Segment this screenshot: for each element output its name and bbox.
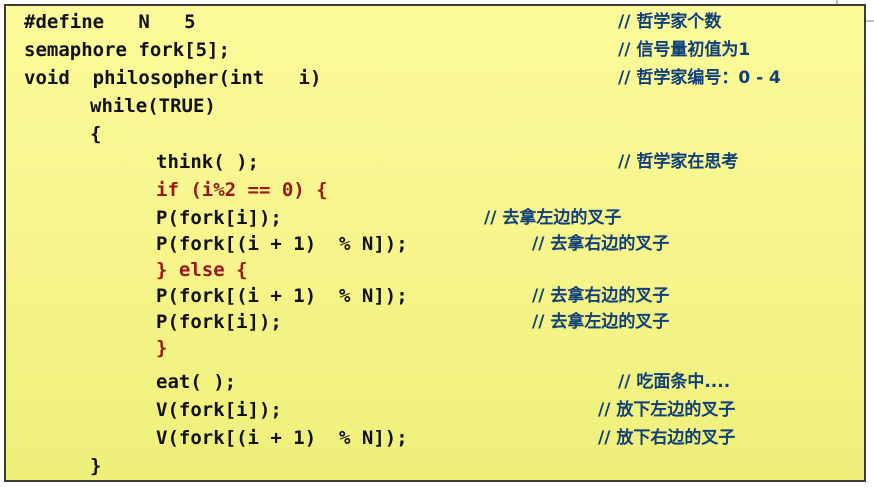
- comment-line-12: // 去拿左边的叉子: [532, 312, 670, 332]
- code-panel: #define N 5 // 哲学家个数 semaphore fork[5]; …: [4, 4, 866, 482]
- code-line-16: V(fork[(i + 1) % N]);: [156, 427, 408, 449]
- comment-line-8: // 去拿左边的叉子: [484, 208, 622, 228]
- code-line-2: semaphore fork[5];: [24, 39, 230, 61]
- code-line-4: while(TRUE): [90, 95, 216, 117]
- code-line-7: if (i%2 == 0) {: [156, 179, 328, 201]
- code-line-15: V(fork[i]);: [156, 399, 282, 421]
- code-line-11: P(fork[(i + 1) % N]);: [156, 285, 408, 307]
- comment-line-1: // 哲学家个数: [618, 12, 722, 32]
- comment-line-3: // 哲学家编号：0 - 4: [618, 68, 781, 88]
- code-line-10: } else {: [156, 259, 248, 281]
- comment-line-15: // 放下左边的叉子: [598, 400, 736, 420]
- comment-line-16: // 放下右边的叉子: [598, 428, 736, 448]
- code-line-12: P(fork[i]);: [156, 311, 282, 333]
- code-line-6: think( );: [156, 151, 259, 173]
- comment-line-2: // 信号量初值为1: [618, 40, 751, 60]
- code-line-9: P(fork[(i + 1) % N]);: [156, 233, 408, 255]
- code-line-5: {: [90, 123, 102, 145]
- comment-line-11: // 去拿右边的叉子: [532, 286, 670, 306]
- code-line-13: }: [156, 337, 168, 359]
- comment-line-14: // 吃面条中....: [618, 372, 731, 392]
- code-line-1: #define N 5: [24, 11, 196, 33]
- code-line-3: void philosopher(int i): [24, 67, 322, 89]
- code-line-17: }: [90, 455, 102, 477]
- code-line-14: eat( );: [156, 371, 237, 393]
- code-line-8: P(fork[i]);: [156, 207, 282, 229]
- comment-line-6: // 哲学家在思考: [618, 152, 739, 172]
- comment-line-9: // 去拿右边的叉子: [532, 234, 670, 254]
